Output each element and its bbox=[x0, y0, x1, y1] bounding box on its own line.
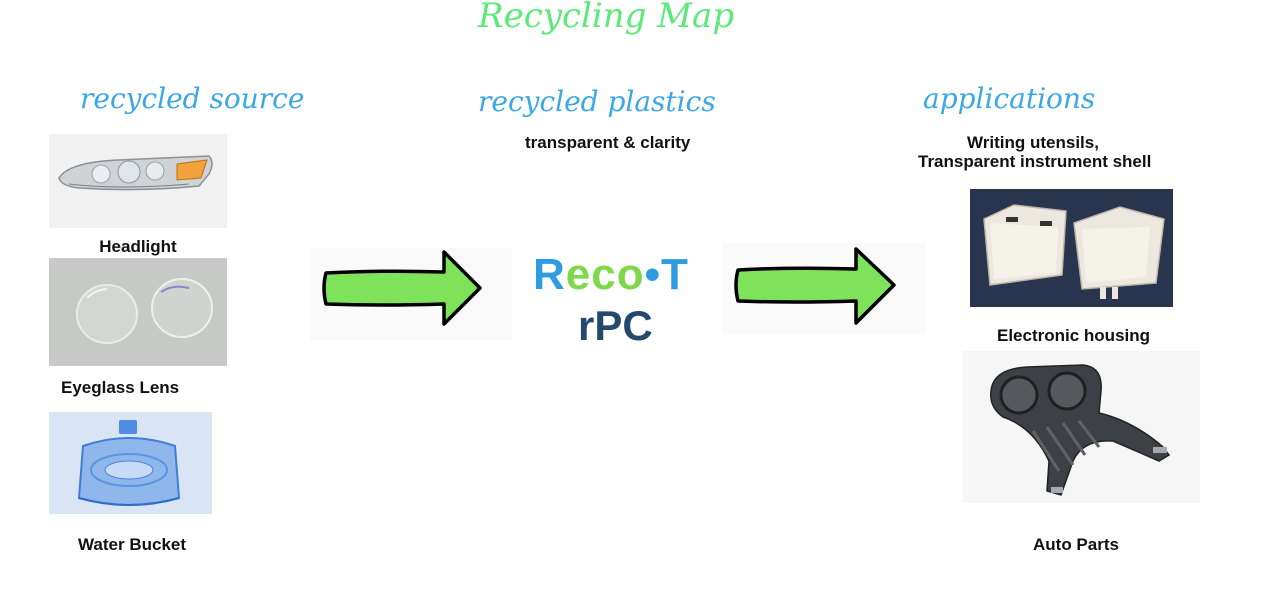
auto-parts-image bbox=[963, 351, 1200, 503]
brand-reco-t: Reco•T bbox=[533, 250, 689, 300]
heading-recycled-source: recycled source bbox=[80, 82, 305, 115]
brand-t: T bbox=[661, 250, 689, 299]
applications-subtitle-line1: Writing utensils, bbox=[967, 133, 1099, 152]
headlight-image bbox=[49, 134, 227, 228]
arrow-plastics-to-applications bbox=[722, 243, 926, 335]
brand-rpc: rPC bbox=[578, 302, 653, 349]
electronic-housing-image bbox=[970, 189, 1173, 307]
brand-reco-text: eco bbox=[565, 250, 645, 299]
applications-subtitle-line2: Transparent instrument shell bbox=[918, 152, 1152, 171]
electronic-housing-label: Electronic housing bbox=[997, 326, 1151, 345]
headlight-label: Headlight bbox=[99, 237, 177, 256]
water-bucket-label: Water Bucket bbox=[78, 535, 187, 554]
plastics-subtitle: transparent & clarity bbox=[525, 133, 691, 152]
arrow-source-to-plastics bbox=[310, 248, 512, 340]
eyeglass-lens-image bbox=[49, 258, 227, 366]
brand-dot: • bbox=[644, 250, 662, 299]
brand-reco-r: R bbox=[533, 250, 566, 299]
heading-recycled-plastics: recycled plastics bbox=[478, 85, 716, 118]
eyeglass-lens-label: Eyeglass Lens bbox=[61, 378, 180, 397]
applications-subtitle: Writing utensils, Transparent instrument… bbox=[918, 133, 1152, 171]
water-bucket-image bbox=[49, 412, 212, 514]
right-arrow-icon bbox=[734, 247, 896, 325]
right-arrow-icon bbox=[322, 250, 482, 326]
auto-parts-label: Auto Parts bbox=[1033, 535, 1119, 554]
heading-applications: applications bbox=[923, 82, 1096, 115]
page-title: Recycling Map bbox=[478, 0, 735, 36]
